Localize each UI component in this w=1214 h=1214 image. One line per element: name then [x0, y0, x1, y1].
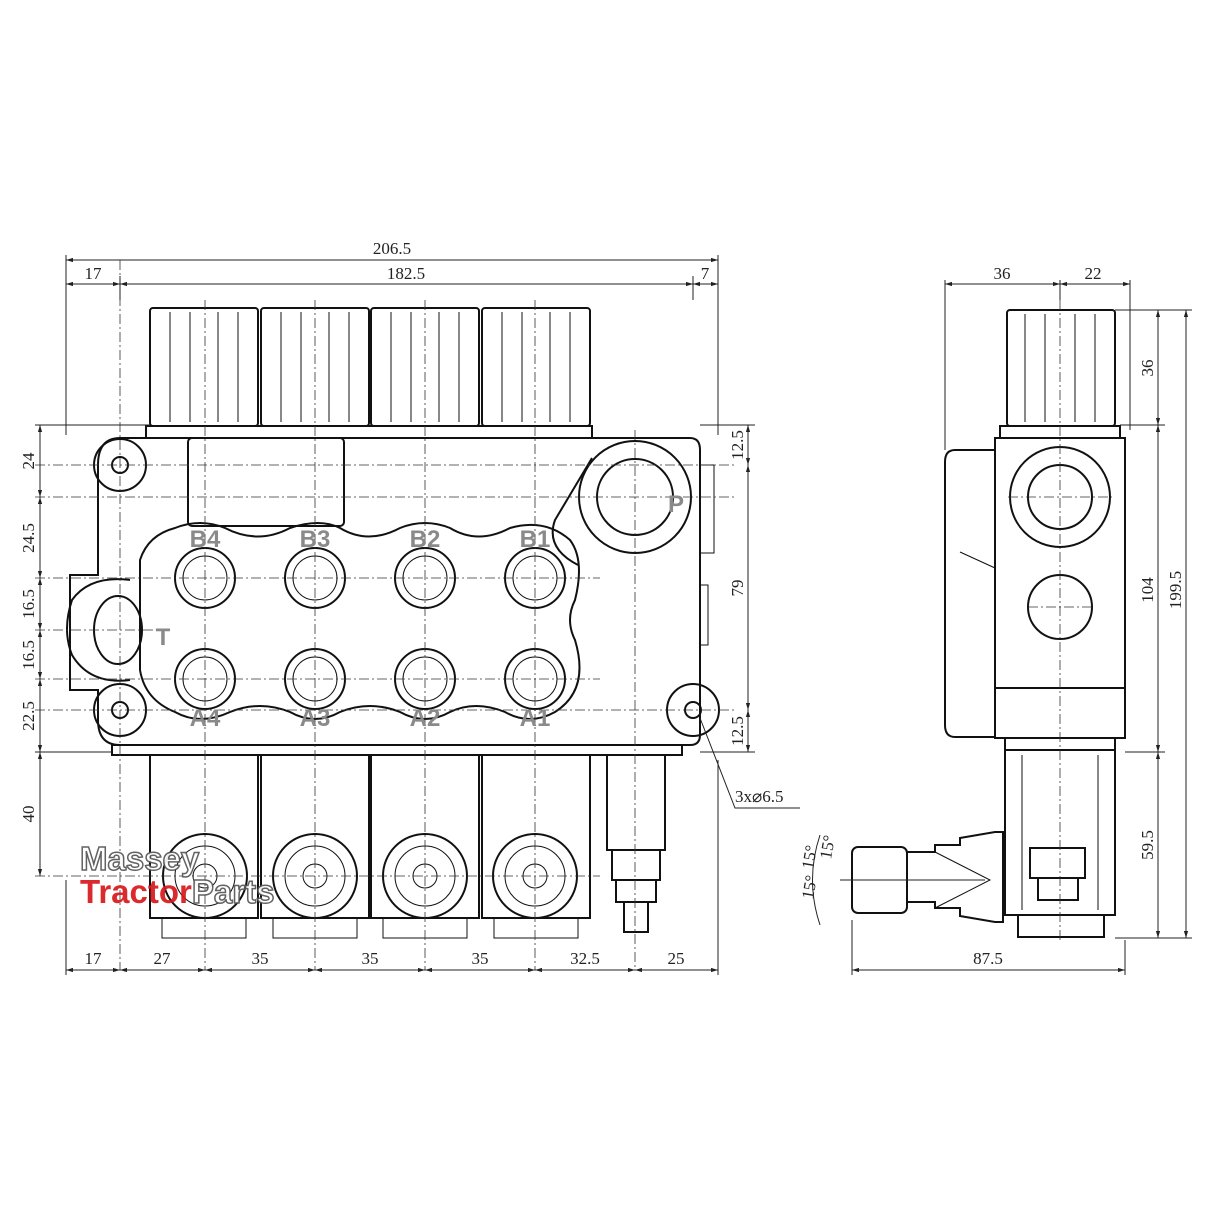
watermark-line2: TractorParts — [80, 873, 274, 910]
dim-bottom-5: 35 — [472, 949, 489, 968]
port-labels: B4 B3 B2 B1 A4 A3 A2 A1 P T — [156, 491, 684, 732]
dim-left-4: 16.5 — [19, 640, 38, 670]
watermark-parts: Parts — [192, 873, 275, 910]
dim-bottom-2: 27 — [154, 949, 172, 968]
dim-left-6: 40 — [19, 806, 38, 823]
mount-holes-note: 3x⌀6.5 — [735, 787, 784, 806]
port-label-a4: A4 — [190, 705, 221, 732]
dim-left-3: 16.5 — [19, 589, 38, 619]
port-label-b1: B1 — [520, 526, 551, 553]
dim-middle-width: 182.5 — [387, 264, 425, 283]
dim-bottom-7: 25 — [668, 949, 685, 968]
port-label-a3: A3 — [300, 705, 331, 732]
side-dim-right-body: 104 — [1138, 577, 1157, 603]
dim-right-top: 12.5 — [728, 430, 747, 460]
side-dim-top-right: 22 — [1085, 264, 1102, 283]
port-label-b3: B3 — [300, 526, 331, 553]
dim-bottom-1: 17 — [85, 949, 103, 968]
port-label-b4: B4 — [190, 526, 221, 553]
mount-hole-callout: 3x⌀6.5 — [699, 717, 800, 809]
side-dim-bottom: 87.5 — [973, 949, 1003, 968]
dim-bottom-3: 35 — [252, 949, 269, 968]
angle-upper-b: 15° — [816, 834, 839, 861]
side-dim-right-overall: 199.5 — [1166, 571, 1185, 609]
dim-left-5: 22.5 — [19, 701, 38, 731]
dim-right-bottom: 12.5 — [728, 716, 747, 746]
port-label-b2: B2 — [410, 526, 441, 553]
watermark-tractor: Tractor — [80, 873, 192, 910]
valve-body — [66, 437, 720, 756]
watermark-line1: Massey — [80, 840, 200, 877]
dim-left-offset: 17 — [85, 264, 103, 283]
dim-left-2: 24.5 — [19, 523, 38, 553]
side-view: 15° 15° 15° 36 22 36 104 199.5 59.5 87.5 — [798, 264, 1192, 975]
side-dim-right-top: 36 — [1138, 360, 1157, 377]
angle-lower: 15° — [798, 874, 821, 901]
angle-upper-a: 15° — [798, 844, 821, 871]
port-label-p: P — [668, 491, 684, 518]
port-label-a2: A2 — [410, 705, 441, 732]
port-label-t: T — [156, 624, 171, 651]
side-dim-right-bottom: 59.5 — [1138, 830, 1157, 860]
watermark-logo: Massey TractorParts — [79, 839, 275, 911]
front-view: 206.5 17 182.5 7 24 24.5 16.5 16.5 22.5 … — [19, 239, 800, 975]
dim-bottom-6: 32.5 — [570, 949, 600, 968]
dim-overall-width: 206.5 — [373, 239, 411, 258]
port-label-a1: A1 — [520, 705, 551, 732]
dim-left-1: 24 — [19, 452, 38, 470]
front-right-dimensions: 12.5 79 12.5 — [700, 424, 755, 753]
dim-right-height: 79 — [728, 580, 747, 597]
side-dim-top-left: 36 — [994, 264, 1011, 283]
dim-right-offset: 7 — [701, 264, 710, 283]
spool-housings-bottom — [149, 754, 666, 939]
front-centerlines — [35, 260, 735, 970]
front-left-dimensions: 24 24.5 16.5 16.5 22.5 40 — [19, 424, 150, 876]
front-bottom-dimensions: 17 27 35 35 35 32.5 25 — [65, 760, 719, 975]
dim-bottom-4: 35 — [362, 949, 379, 968]
spool-caps-top — [145, 307, 593, 439]
front-top-dimensions: 206.5 17 182.5 7 — [65, 239, 719, 435]
